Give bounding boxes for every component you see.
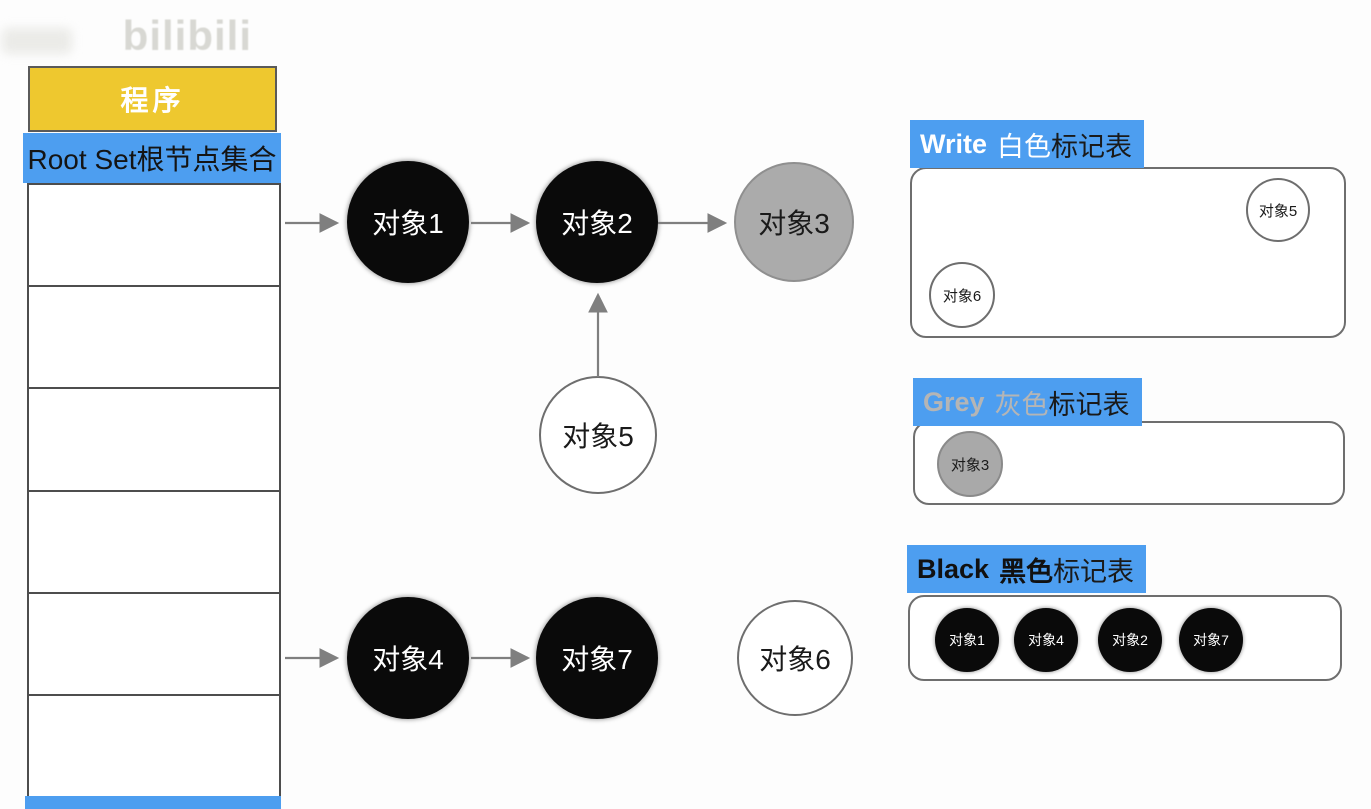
grey-title-cn: 灰色	[994, 389, 1049, 420]
white-table-item-obj6: 对象6	[929, 262, 995, 328]
black-title-en: Black	[917, 553, 990, 584]
white-title-suffix: 标记表	[1051, 131, 1133, 162]
mini-node-label: 对象4	[1028, 632, 1064, 648]
bilibili-logo-text: bilibili	[122, 12, 252, 59]
bottom-blue-strip	[25, 796, 281, 809]
watermark-smudge	[2, 28, 72, 54]
object-node-label: 对象3	[758, 208, 830, 239]
root-set-label: Root Set根节点集合	[27, 144, 277, 175]
object-node-1: 对象1	[347, 161, 469, 283]
white-title-en: Write	[920, 128, 988, 159]
grey-table-item-obj3: 对象3	[937, 431, 1003, 497]
stack-slot	[29, 185, 279, 285]
black-title-suffix: 标记表	[1053, 556, 1135, 587]
object-node-2: 对象2	[536, 161, 658, 283]
stack-slot	[29, 591, 279, 694]
object-node-3: 对象3	[734, 162, 854, 282]
grey-mark-table-title: Grey 灰色 标记表	[913, 378, 1142, 426]
white-title-cn: 白色	[997, 131, 1052, 162]
grey-title-suffix: 标记表	[1048, 389, 1130, 420]
black-table-item-obj2: 对象2	[1098, 608, 1162, 672]
mini-node-label: 对象6	[942, 287, 982, 305]
grey-title-en: Grey	[923, 386, 985, 417]
program-header-label: 程序	[120, 85, 185, 116]
program-header: 程序	[28, 66, 277, 132]
white-mark-table-panel: 对象5 对象6	[910, 167, 1346, 338]
object-node-label: 对象6	[759, 644, 831, 675]
mini-node-label: 对象3	[950, 456, 990, 474]
object-node-6: 对象6	[737, 600, 853, 716]
black-mark-table-title: Black 黑色 标记表	[907, 545, 1147, 593]
mini-node-label: 对象7	[1193, 632, 1229, 648]
object-node-label: 对象1	[372, 208, 444, 239]
white-table-item-obj5: 对象5	[1246, 178, 1310, 242]
black-mark-table-panel: 对象1 对象4 对象2 对象7	[908, 595, 1342, 681]
stack-slot	[29, 693, 279, 796]
grey-mark-table-panel: 对象3	[913, 421, 1345, 505]
black-table-item-obj4: 对象4	[1014, 608, 1078, 672]
black-table-item-obj1: 对象1	[935, 608, 999, 672]
stack-slot	[29, 285, 279, 387]
object-node-label: 对象4	[372, 644, 444, 675]
object-node-5: 对象5	[539, 376, 657, 494]
bilibili-watermark: bilibili	[2, 12, 252, 68]
object-node-label: 对象2	[561, 208, 633, 239]
mini-node-label: 对象2	[1112, 632, 1148, 648]
object-node-label: 对象7	[561, 644, 633, 675]
object-node-4: 对象4	[347, 597, 469, 719]
white-mark-table-title: Write 白色 标记表	[910, 120, 1145, 168]
mini-node-label: 对象1	[949, 632, 985, 648]
stack-slot	[29, 489, 279, 592]
mini-node-label: 对象5	[1258, 202, 1298, 220]
object-node-7: 对象7	[536, 597, 658, 719]
root-set-bar: Root Set根节点集合	[23, 133, 281, 183]
black-title-cn: 黑色	[999, 556, 1054, 587]
stack-slot	[29, 387, 279, 489]
root-set-stack-table	[27, 183, 281, 798]
object-node-label: 对象5	[562, 421, 634, 452]
black-table-item-obj7: 对象7	[1179, 608, 1243, 672]
